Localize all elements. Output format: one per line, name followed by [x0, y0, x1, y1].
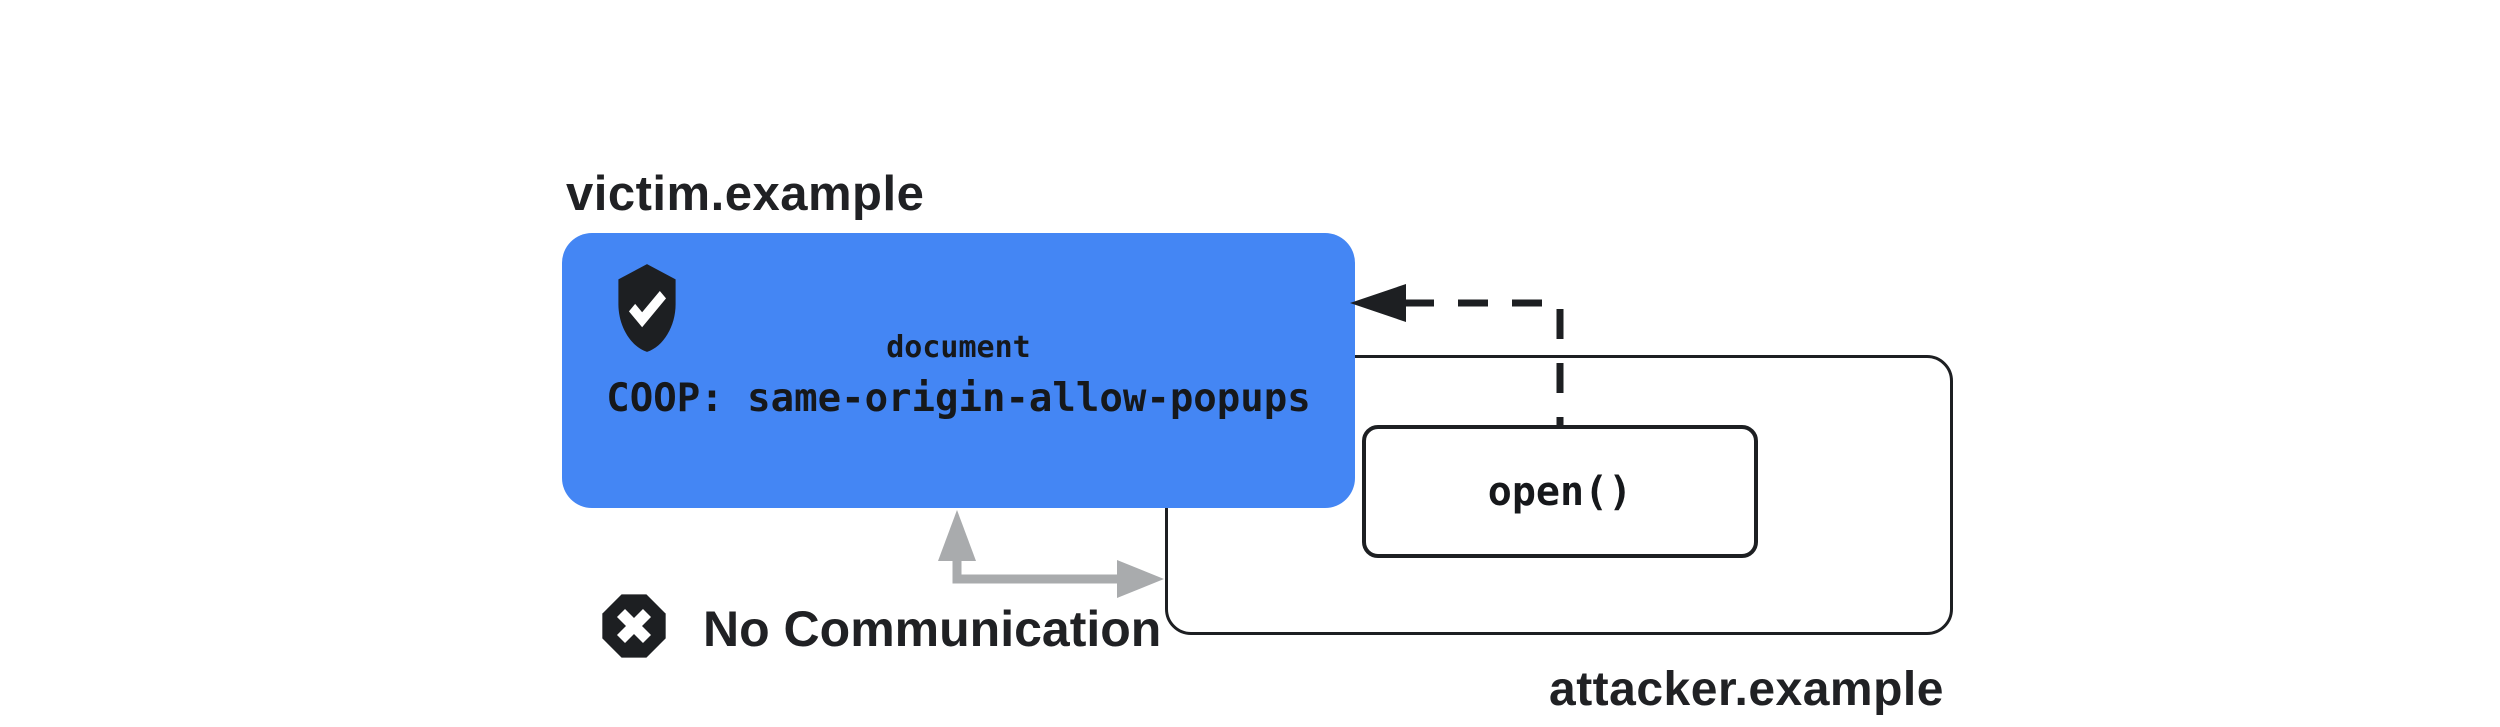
no-communication-label: No Communication	[703, 601, 1162, 657]
shield-check-icon	[618, 264, 676, 352]
document-label: document	[886, 330, 1031, 365]
dashed-arrow-head	[1350, 284, 1406, 322]
gray-arrow-right-head	[1117, 560, 1164, 598]
x-octagon-icon	[602, 594, 666, 658]
open-call-box: open()	[1362, 425, 1758, 558]
victim-document-box: document COOP: same-origin-allow-popups	[562, 233, 1355, 508]
gray-arrow-path	[952, 558, 1120, 584]
victim-domain-label: victim.example	[566, 167, 925, 221]
coop-header-value: COOP: same-origin-allow-popups	[606, 376, 1311, 421]
check-mark	[628, 290, 667, 328]
open-call-label: open()	[1487, 468, 1633, 515]
gray-elbow-arrow	[938, 510, 1164, 598]
gray-arrow-up-head	[938, 510, 976, 561]
x-mark	[616, 608, 652, 644]
victim-document-text: document COOP: same-origin-allow-popups	[562, 331, 1355, 421]
attacker-domain-label: attacker.example	[1549, 663, 1944, 716]
